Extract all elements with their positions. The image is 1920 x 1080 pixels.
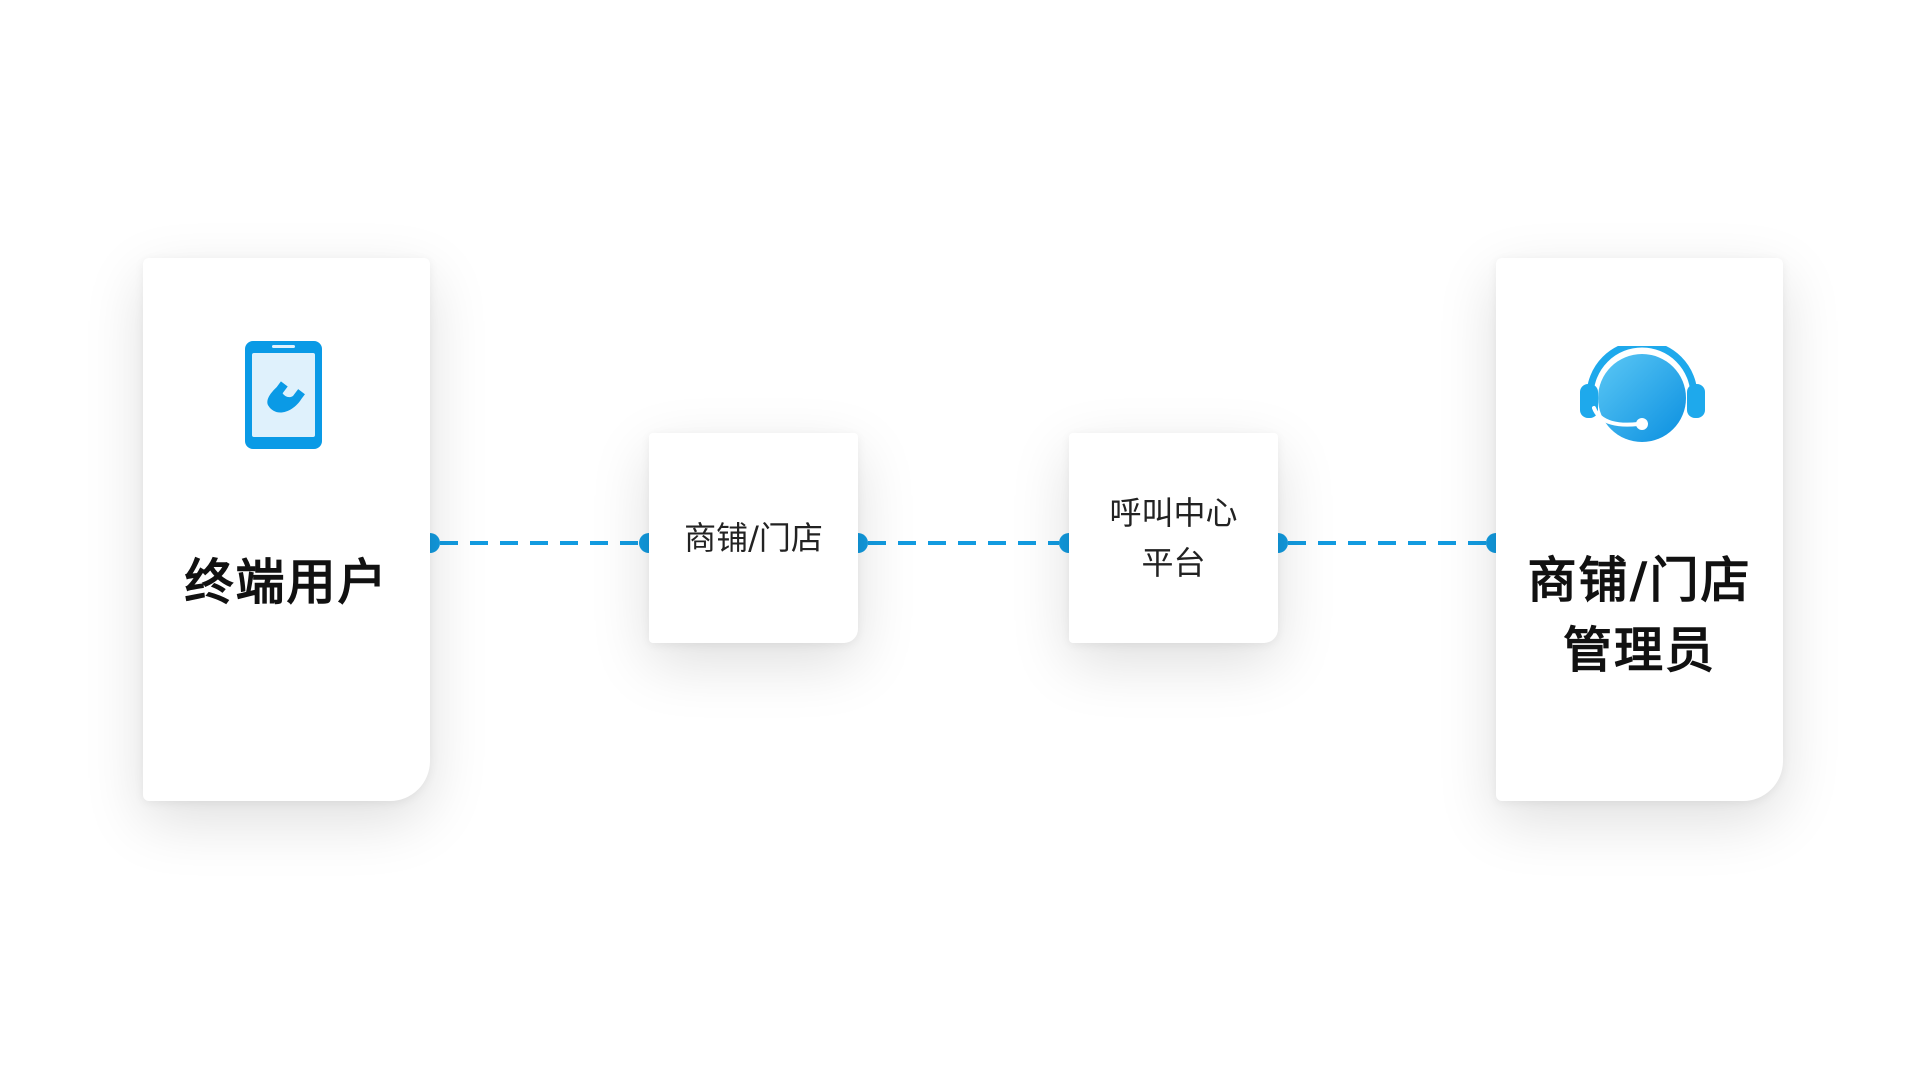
phone-call-icon [245, 341, 322, 449]
headset-icon [1580, 346, 1705, 442]
store-admin-label-line-2: 管理员 [1562, 622, 1716, 679]
call-center-label-line-2: 平台 [1141, 544, 1206, 582]
call-center-card: 呼叫中心 平台 [1069, 433, 1278, 643]
store-label-text: 商铺/门店 [684, 519, 823, 557]
connector-dots [420, 533, 1506, 553]
store-card: 商铺/门店 [649, 433, 858, 643]
store-admin-label-line-1: 商铺/门店 [1527, 552, 1752, 609]
call-center-label: 呼叫中心 平台 [1069, 488, 1278, 588]
call-center-label-line-1: 呼叫中心 [1109, 494, 1238, 532]
end-user-card: 终端用户 [143, 258, 430, 801]
end-user-label: 终端用户 [184, 554, 389, 611]
store-admin-card: 商铺/门店 管理员 [1496, 258, 1783, 801]
store-admin-label: 商铺/门店 管理员 [1496, 546, 1783, 686]
store-label: 商铺/门店 [649, 513, 858, 563]
